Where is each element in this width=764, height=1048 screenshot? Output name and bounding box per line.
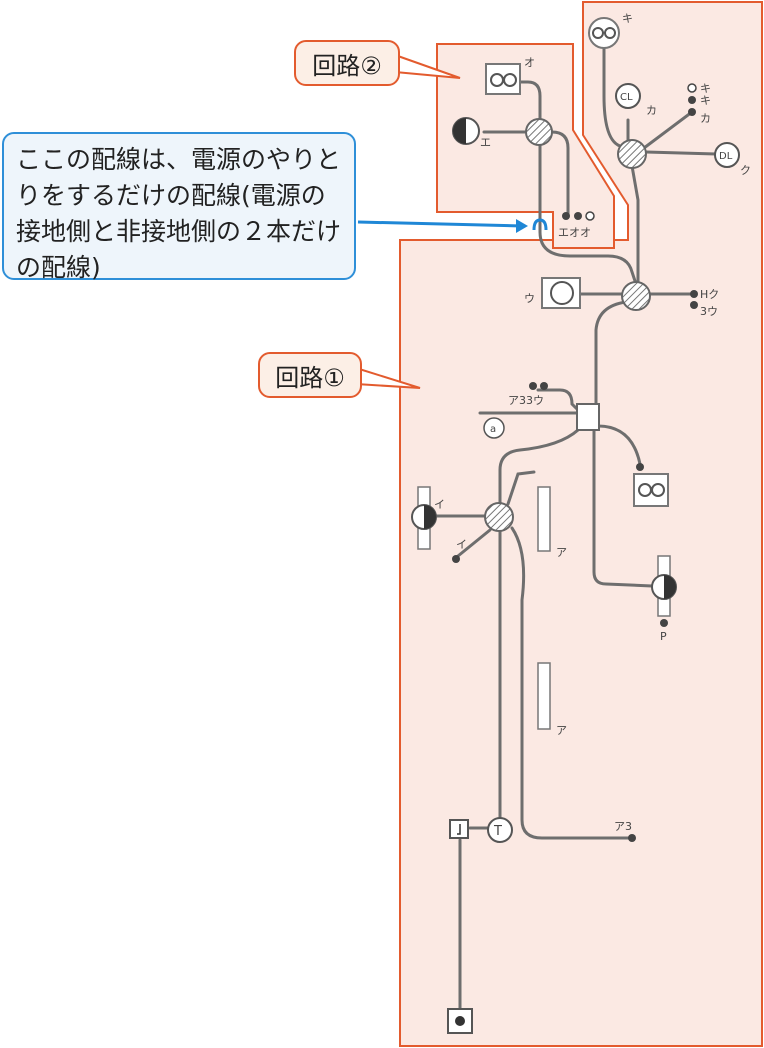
label-ki2: キ — [700, 94, 711, 107]
wiring — [430, 44, 718, 1010]
label-e: エ — [480, 136, 491, 149]
junction-box-upper — [617, 139, 647, 169]
wall-light-p — [651, 555, 677, 617]
circuit1-callout-tail — [355, 367, 421, 389]
circuit2-region — [436, 43, 615, 249]
outlet-lower — [633, 473, 669, 507]
cl-light-icon — [615, 83, 641, 109]
label-t: T — [493, 824, 502, 839]
fluorescent-light-a1 — [537, 486, 551, 552]
panel-icon — [449, 819, 469, 839]
outlet-o — [485, 63, 521, 95]
switches — [452, 83, 698, 842]
fluorescent-light-a2 — [537, 662, 551, 730]
circuit2-callout-label: 回路② — [312, 51, 382, 80]
label-ki1: キ — [700, 82, 711, 95]
label-ka: カ — [646, 104, 657, 117]
label-a2: ア — [556, 724, 567, 737]
label-dl: DL — [719, 151, 733, 162]
wall-light-e — [452, 117, 480, 145]
circuit2-callout: 回路② — [294, 40, 400, 86]
circuit2-callout-tail — [394, 54, 461, 79]
label-ka2: カ — [700, 112, 711, 125]
junction-box-circuit2 — [525, 118, 553, 146]
circle-a-marker — [483, 417, 505, 439]
junction-box-middle — [621, 281, 651, 311]
wiring-note-text: ここの配線は、電源のやりとりをするだけの配線(電源の接地側と非接地側の２本だけの… — [16, 145, 342, 282]
label-3u: 3ウ — [700, 305, 718, 318]
circuit1-callout: 回路① — [258, 352, 362, 398]
service-entrance-icon — [447, 1008, 473, 1034]
label-i1: イ — [434, 498, 445, 511]
junction-box-lower — [484, 502, 514, 532]
label-ku: ク — [740, 164, 751, 177]
wiring-note: ここの配線は、電源のやりとりをするだけの配線(電源の接地側と非接地側の２本だけの… — [2, 132, 356, 282]
arrow-icon — [357, 218, 548, 233]
label-ki-top: キ — [622, 12, 633, 25]
panel-mark — [457, 824, 461, 835]
circuit1-callout-label: 回路① — [275, 363, 345, 392]
wall-light-i — [411, 486, 437, 550]
label-hku: Hク — [700, 288, 719, 301]
ceiling-light-u — [541, 277, 581, 309]
pull-box — [576, 403, 600, 431]
label-a-circle: a — [490, 424, 496, 435]
label-p: P — [660, 630, 667, 643]
label-cl: CL — [620, 92, 633, 103]
label-a1: ア — [556, 546, 567, 559]
label-i2: イ — [456, 538, 467, 551]
timer-icon — [487, 817, 513, 843]
circuit1-region — [399, 1, 763, 1047]
label-eoo: エオオ — [558, 226, 591, 239]
label-o: オ — [524, 56, 535, 69]
label-a33u: ア33ウ — [508, 394, 544, 407]
dl-light-icon — [714, 142, 740, 168]
label-a3: ア3 — [614, 820, 632, 833]
outlet-ki — [588, 17, 620, 49]
label-u: ウ — [524, 292, 535, 305]
